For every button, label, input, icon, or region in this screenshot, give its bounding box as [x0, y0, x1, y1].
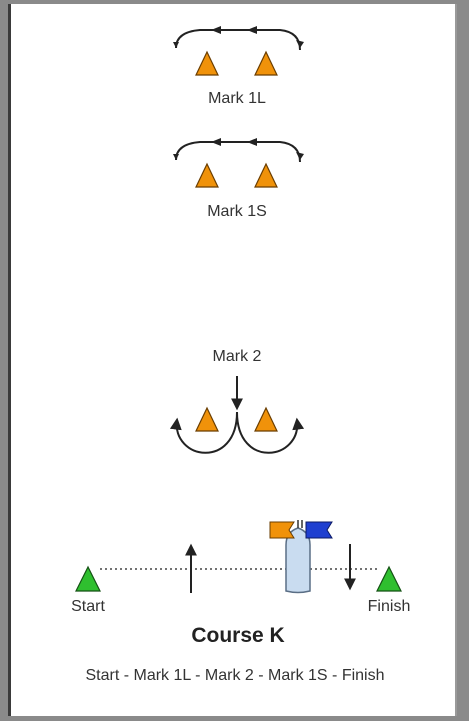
mark-2-label: Mark 2 — [212, 348, 262, 365]
mark-2-right-rounding-arc — [236, 411, 305, 454]
mark-1s-starboard-buoy — [254, 162, 278, 188]
mark-2-port-buoy — [195, 406, 219, 432]
mark-1l-label: Mark 1L — [208, 90, 266, 107]
mark-1s-label: Mark 1S — [207, 203, 267, 220]
mark-2-left-rounding-arc — [169, 411, 238, 454]
course-title: Course K — [191, 624, 285, 647]
mark-1l-rounding-arc — [173, 26, 304, 51]
finish-label: Finish — [367, 598, 411, 615]
mark-1s-rounding-arc — [173, 138, 304, 163]
mark-1l-port-buoy — [195, 50, 219, 76]
start-label: Start — [71, 598, 105, 615]
mark-1s-port-buoy — [195, 162, 219, 188]
course-sequence: Start - Mark 1L - Mark 2 - Mark 1S - Fin… — [85, 667, 385, 684]
start-pin-buoy — [75, 565, 101, 592]
mark-1l-starboard-buoy — [254, 50, 278, 76]
finish-pin-buoy — [376, 565, 402, 592]
blue-flag — [305, 521, 333, 539]
orange-flag — [269, 521, 295, 539]
mark-2-starboard-buoy — [254, 406, 278, 432]
diagram-frame — [8, 4, 457, 716]
